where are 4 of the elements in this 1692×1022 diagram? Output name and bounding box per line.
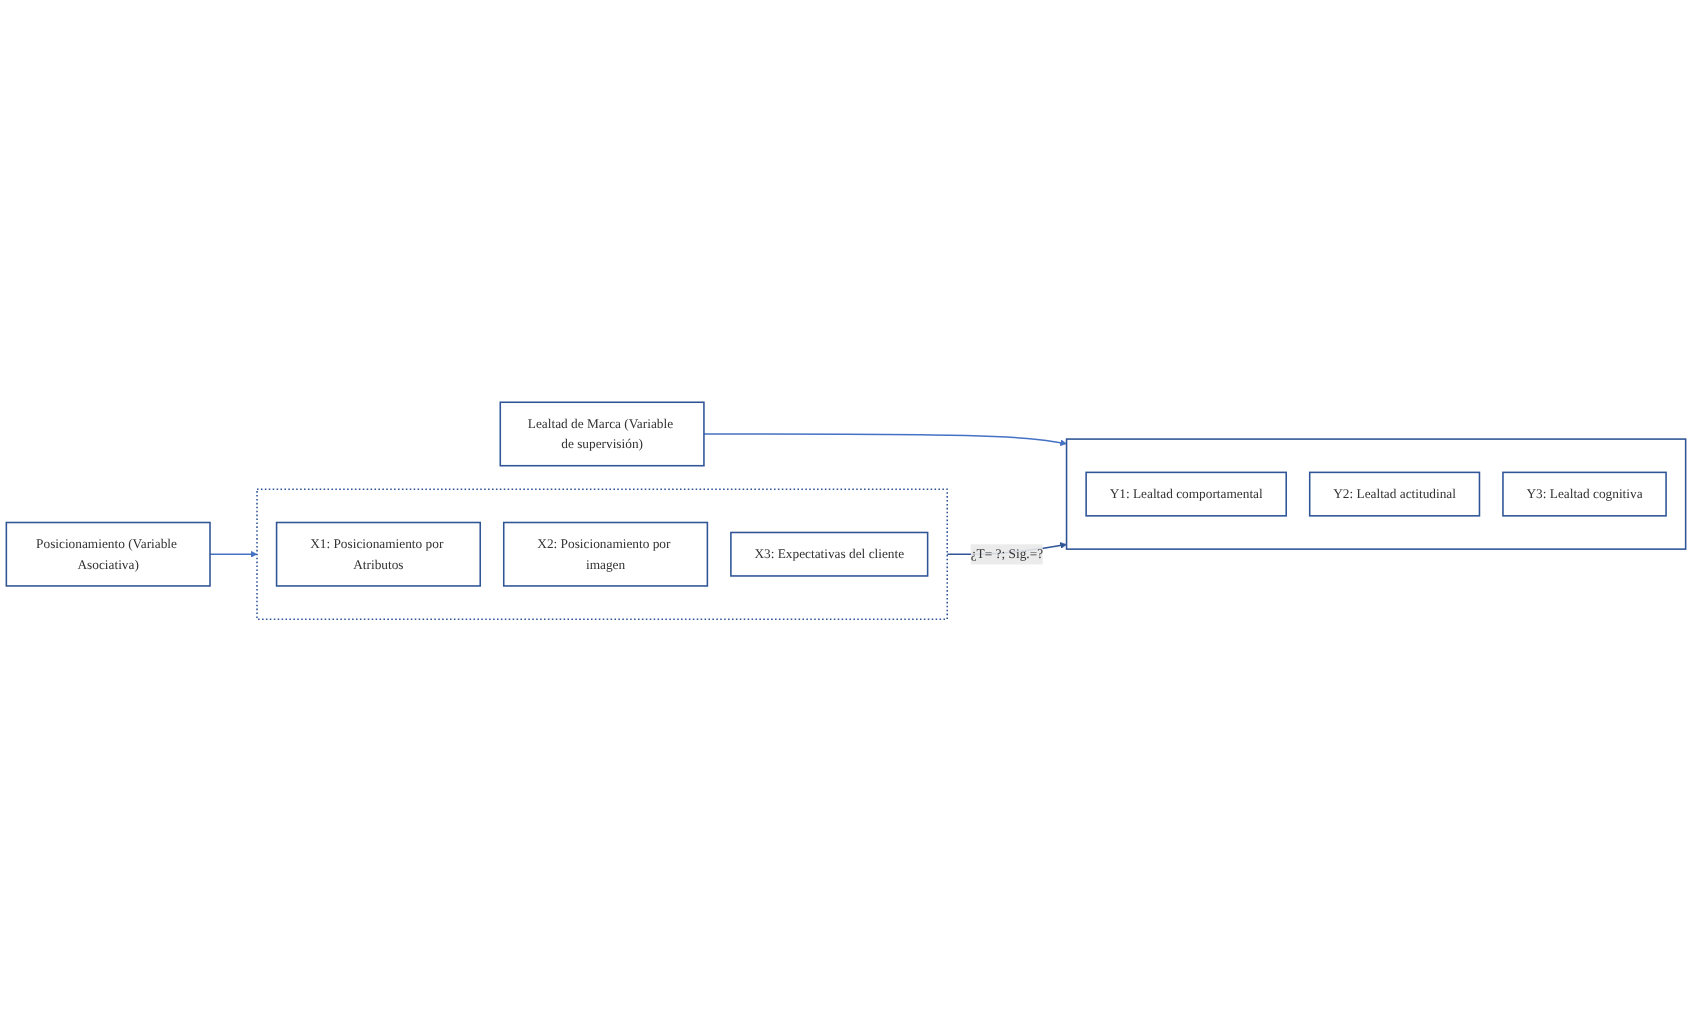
cluster [1065, 438, 1687, 551]
arrow [209, 551, 258, 558]
arrow [703, 433, 1067, 447]
cluster [256, 488, 948, 621]
